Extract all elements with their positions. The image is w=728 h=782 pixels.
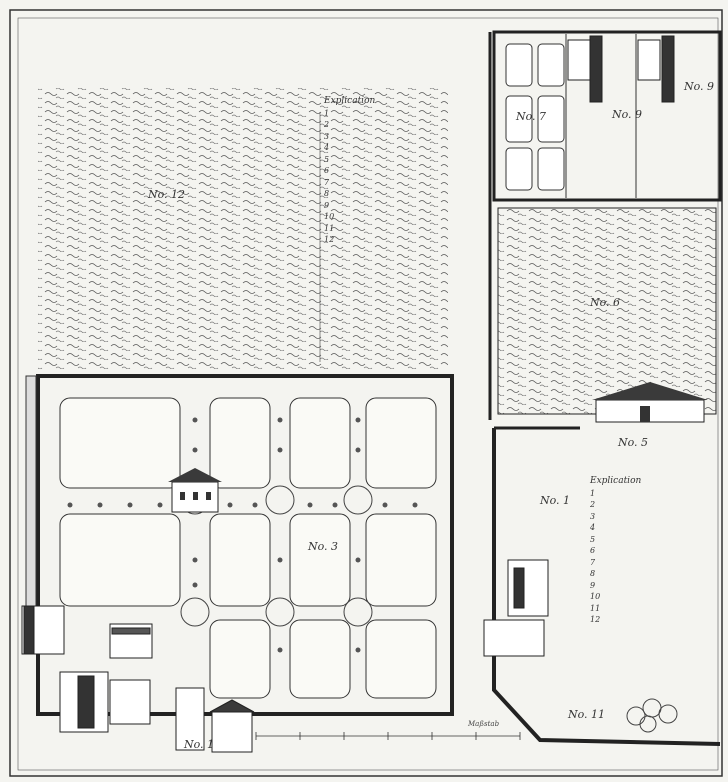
label-bottom-no1: No. 1 <box>184 738 215 751</box>
legend-top-line: 9 <box>324 200 330 210</box>
legend-top-line: 7 <box>324 177 330 187</box>
legend-right-line: 9 <box>590 580 596 590</box>
label-building-1: No. 9 <box>612 108 643 121</box>
legend-right-line: 2 <box>590 500 596 509</box>
inner-frame <box>17 17 719 771</box>
legend-top-title: Explication <box>324 96 376 106</box>
legend-right-line: 5 <box>590 534 596 544</box>
house-no5 <box>592 382 708 423</box>
left-wall <box>25 375 37 627</box>
legend-top-line: 11 <box>324 223 335 233</box>
scale-label: Maßstab <box>468 720 500 728</box>
legend-top-line: 6 <box>324 166 330 175</box>
legend-top: Explication 1 2 3 4 5 6 7 8 9 10 11 12 <box>324 96 442 246</box>
legend-top-line: 4 <box>324 143 330 152</box>
legend-right-line: 10 <box>590 592 601 601</box>
legend-right-line: 4 <box>590 523 596 532</box>
legend-right-line: 8 <box>590 569 596 578</box>
scale-bar <box>255 732 521 740</box>
legend-right-line: 12 <box>590 615 601 624</box>
legend-top-line: 2 <box>324 120 330 129</box>
legend-right: Explication 1 2 3 4 5 6 7 8 9 10 11 12 <box>590 476 716 626</box>
legend-right-line: 3 <box>590 511 596 521</box>
tree-rows <box>67 417 418 653</box>
right-upper-enclosure <box>492 30 722 202</box>
label-house-no5: No. 5 <box>618 436 649 449</box>
label-field-topleft: No. 12 <box>148 188 186 201</box>
label-court-upper: No. 7 <box>516 110 547 123</box>
label-field-right: No. 6 <box>590 296 621 309</box>
label-garden-no3: No. 3 <box>308 540 339 553</box>
page-frame <box>9 9 723 777</box>
lower-right-wall <box>492 428 721 746</box>
label-yard-no1: No. 1 <box>540 494 571 507</box>
legend-top-line: 10 <box>324 212 335 221</box>
legend-top-line: 5 <box>324 154 330 164</box>
label-building-2: No. 9 <box>684 80 715 93</box>
field-top-left <box>38 88 448 370</box>
legend-right-line: 6 <box>590 546 596 555</box>
garden-pavilion <box>168 468 222 513</box>
legend-right-line: 11 <box>590 603 601 613</box>
label-bottom-no11: No. 11 <box>568 708 606 721</box>
hedge-shrubs <box>626 698 678 733</box>
upper-court-beds <box>505 43 565 191</box>
legend-top-line: 12 <box>324 235 335 244</box>
legend-right-title: Explication <box>590 476 642 486</box>
upper-buildings <box>567 35 675 103</box>
legend-right-line: 7 <box>590 557 596 567</box>
legend-top-line: 8 <box>324 189 330 198</box>
garden-beds <box>59 397 437 699</box>
field-right <box>497 207 717 415</box>
lower-left-buildings <box>21 605 255 753</box>
yard-buildings <box>483 559 549 657</box>
legend-top-line: 3 <box>324 131 330 141</box>
legend-right-line: 1 <box>590 488 596 498</box>
legend-top-line: 1 <box>324 108 330 118</box>
